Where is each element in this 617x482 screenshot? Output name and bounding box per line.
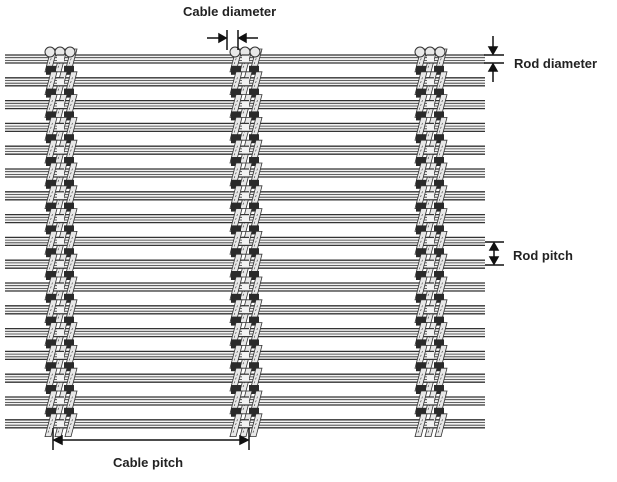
rod-crossing <box>57 396 64 406</box>
cable-diameter-label: Cable diameter <box>183 4 277 19</box>
rod-crossing <box>427 122 434 132</box>
rod-crossing <box>57 373 64 383</box>
rod-crossing <box>427 236 434 246</box>
rod-crossing <box>242 145 249 155</box>
rod-crossing <box>242 305 249 315</box>
rod-crossing <box>242 99 249 110</box>
rod-crossing <box>242 122 249 132</box>
cables <box>44 46 448 437</box>
rod-crossing <box>427 214 434 224</box>
rod-crossing <box>242 328 249 338</box>
rod-diameter-marker <box>484 36 504 82</box>
rod-crossing <box>427 191 434 201</box>
rod-crossing <box>57 77 64 87</box>
rod-diameter-label: Rod diameter <box>514 56 598 71</box>
rod-crossing <box>427 168 434 178</box>
rod-crossing <box>427 282 434 292</box>
rod-crossing <box>57 191 64 201</box>
rod-crossing <box>57 350 64 360</box>
rod-crossing <box>427 99 434 110</box>
rod-crossing <box>57 122 64 132</box>
rod-crossing <box>427 305 434 315</box>
rod-crossing <box>57 54 64 64</box>
rod-crossing <box>57 419 64 429</box>
rod-crossing <box>242 191 249 201</box>
rod-crossing <box>57 282 64 292</box>
rod-crossing <box>57 236 64 246</box>
rod-crossing <box>242 77 249 87</box>
rod-crossing <box>57 259 64 269</box>
cable-pitch-marker <box>52 428 250 450</box>
rod-crossing <box>242 168 249 178</box>
rod-crossing <box>57 214 64 224</box>
rod-crossing <box>427 373 434 383</box>
rod-crossing <box>242 54 249 64</box>
rod-crossing <box>242 396 249 406</box>
rod-crossing <box>427 328 434 338</box>
rod-crossing <box>427 259 434 269</box>
rod-crossing <box>57 168 64 178</box>
rod-crossing <box>57 145 64 155</box>
rod-crossing <box>242 282 249 292</box>
rod-crossing <box>242 373 249 383</box>
rod-crossing <box>57 99 64 110</box>
rod-pitch-label: Rod pitch <box>513 248 573 263</box>
rod-crossing <box>427 77 434 87</box>
rod-crossing <box>242 350 249 360</box>
rod-crossing <box>427 145 434 155</box>
cable-pitch-label: Cable pitch <box>113 455 184 470</box>
rod-crossing <box>242 419 249 429</box>
rod-crossing <box>427 54 434 64</box>
rod-crossing <box>242 236 249 246</box>
rod-crossing <box>57 305 64 315</box>
rod-crossing <box>427 350 434 360</box>
rod-crossing <box>242 259 249 269</box>
rod-crossing <box>427 396 434 406</box>
rod-crossing <box>57 328 64 338</box>
rod-crossing <box>427 419 434 429</box>
rod-crossing <box>242 214 249 224</box>
rod-pitch-marker <box>485 241 504 266</box>
cable-diameter-marker <box>207 30 258 50</box>
